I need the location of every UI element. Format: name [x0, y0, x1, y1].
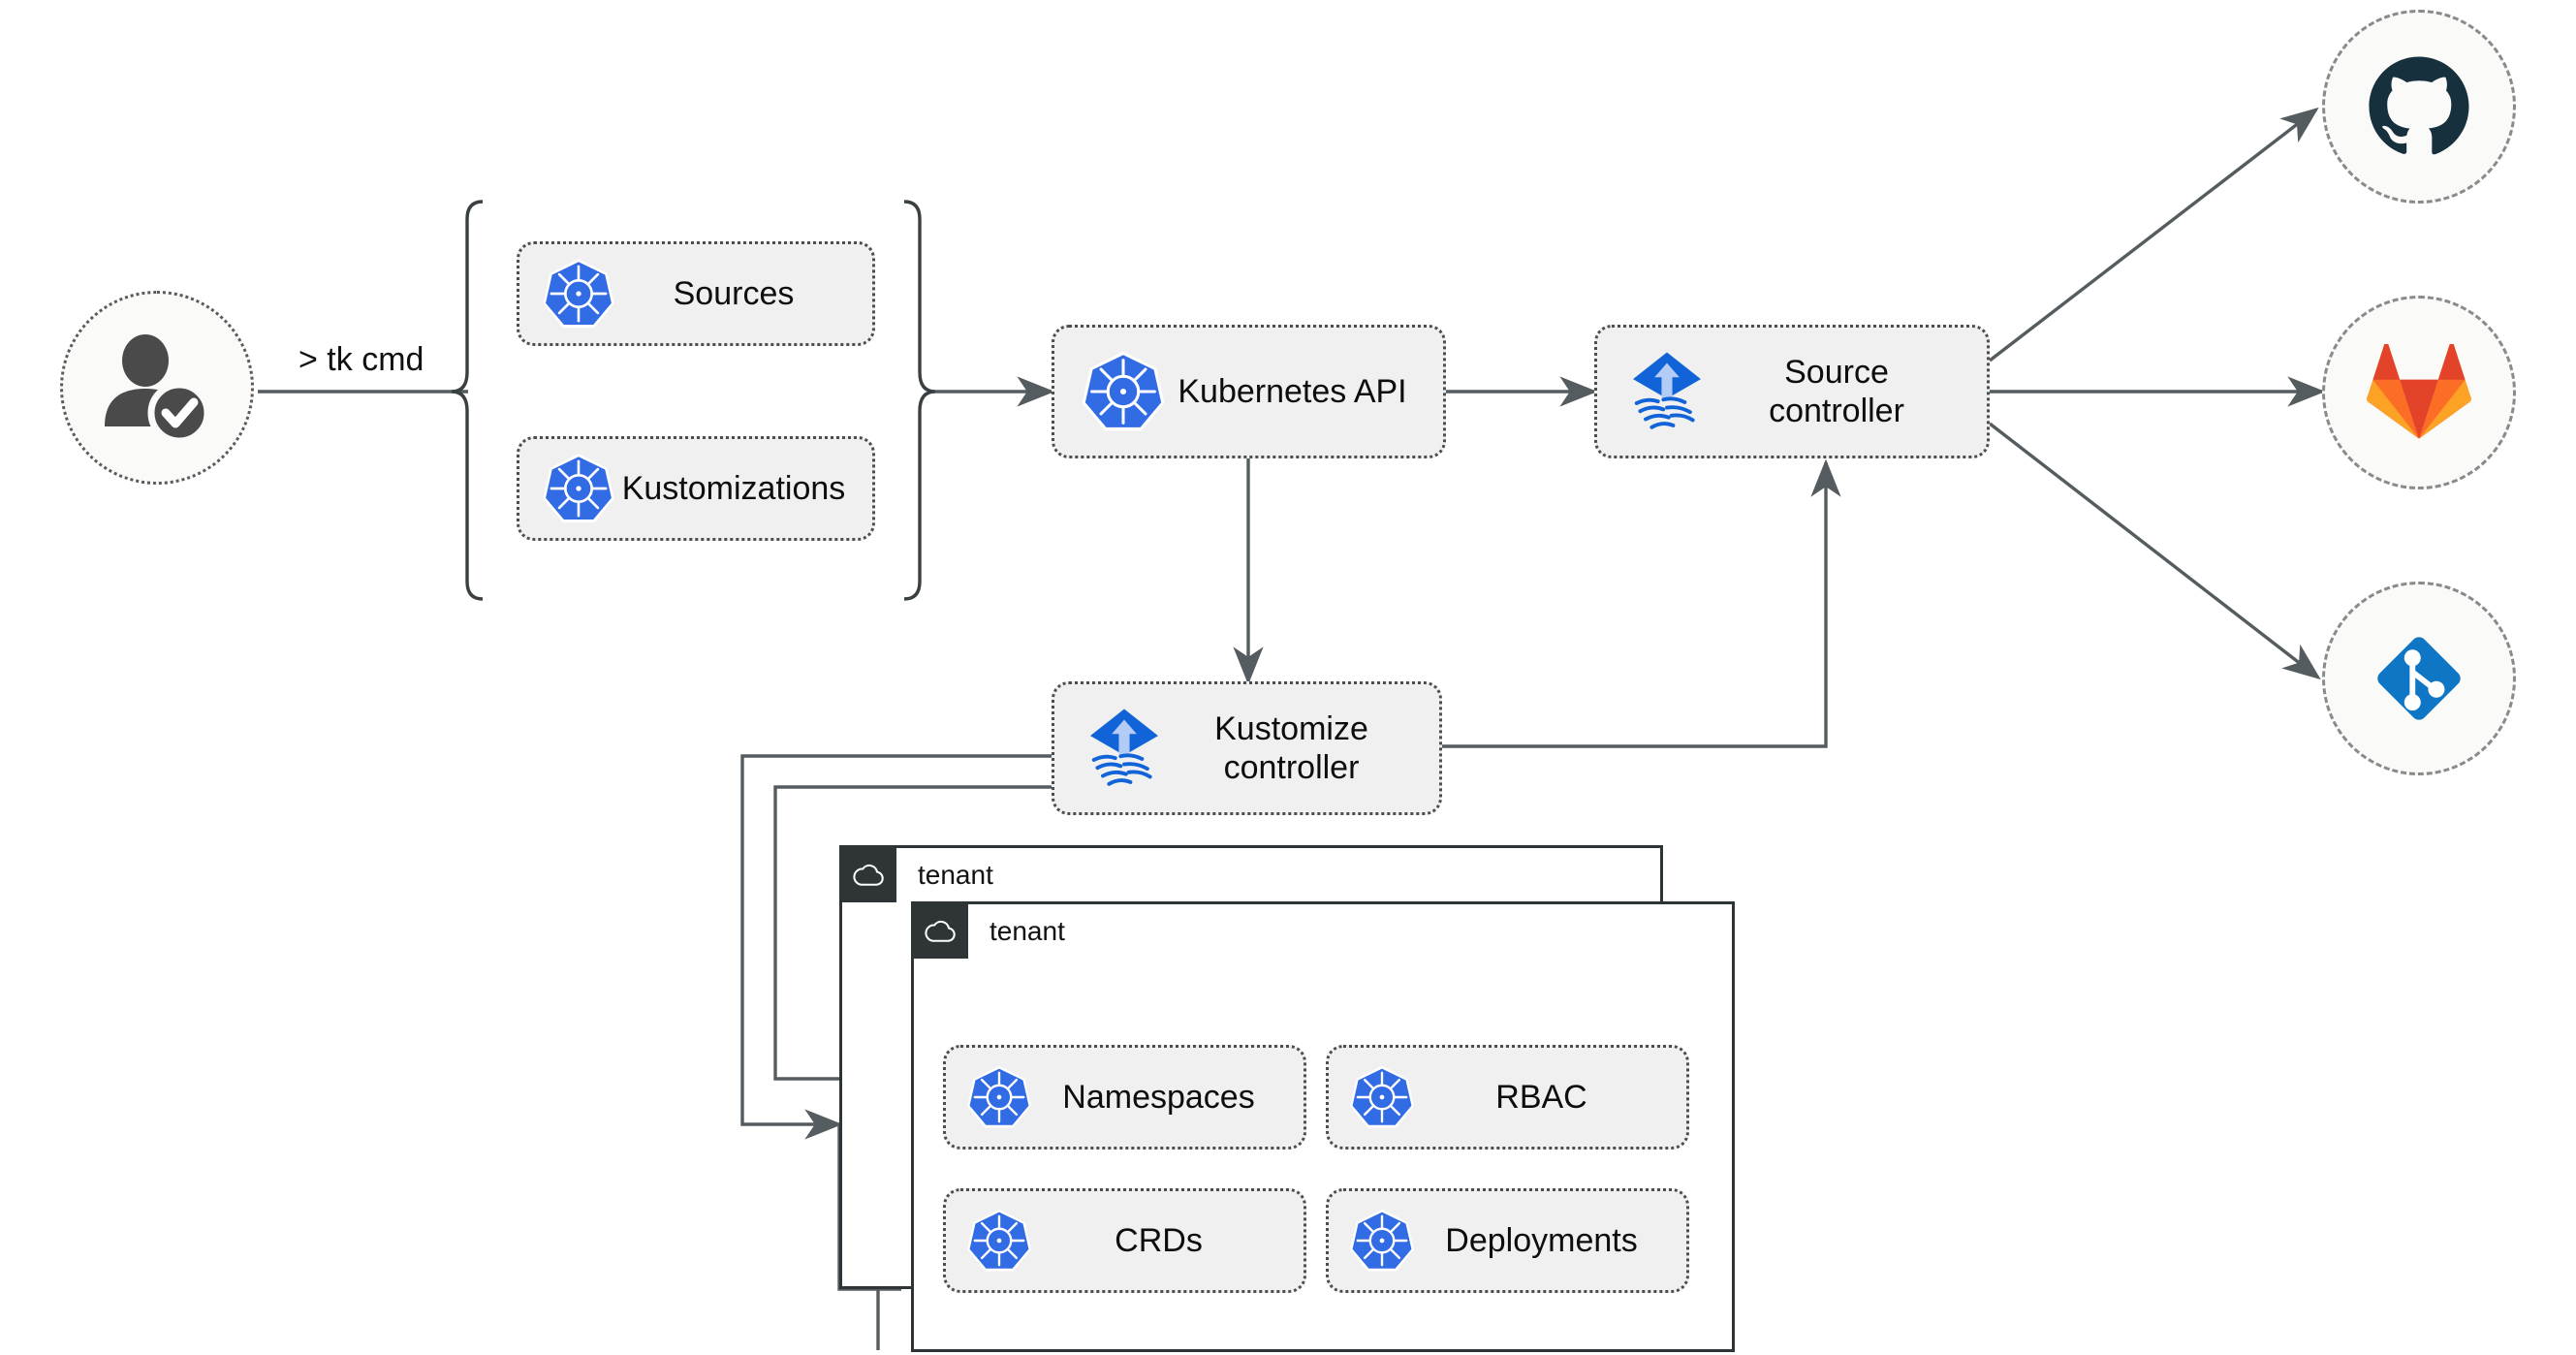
kubernetes-icon	[965, 1063, 1033, 1131]
tenant-resource-deployments[interactable]: Deployments	[1326, 1188, 1689, 1293]
tenant-resource-label: RBAC	[1495, 1078, 1587, 1116]
kubernetes-icon	[1080, 348, 1167, 435]
gitlab-icon	[2367, 344, 2471, 439]
resource-box-kustomizations[interactable]: Kustomizations	[517, 436, 875, 541]
git-branch-icon	[2377, 637, 2461, 720]
provider-gitlab[interactable]	[2322, 296, 2516, 489]
node-label: Source controller	[1769, 353, 1904, 429]
tenant-resource-label: Namespaces	[1062, 1078, 1255, 1116]
tenant-resource-crds[interactable]: CRDs	[943, 1188, 1306, 1293]
resource-label: Kustomizations	[621, 469, 846, 507]
kubernetes-icon	[1348, 1207, 1416, 1275]
tenant-name: tenant	[918, 860, 993, 890]
tenant-titlebar: tenant	[842, 848, 993, 902]
tenant-window-inner[interactable]: tenant Namespaces	[911, 901, 1735, 1352]
node-label: Kubernetes API	[1178, 372, 1407, 410]
github-icon	[2369, 56, 2469, 155]
provider-git[interactable]	[2322, 582, 2516, 775]
tenant-titlebar: tenant	[914, 904, 1065, 959]
node-kubernetes-api[interactable]: Kubernetes API	[1052, 325, 1446, 458]
command-label: > tk cmd	[291, 341, 432, 379]
tenant-name: tenant	[990, 916, 1065, 946]
tenant-resource-namespaces[interactable]: Namespaces	[943, 1045, 1306, 1150]
tenant-resource-rbac[interactable]: RBAC	[1326, 1045, 1689, 1150]
user-check-icon	[105, 334, 211, 442]
flux-icon	[1622, 347, 1712, 436]
kubernetes-icon	[965, 1207, 1033, 1275]
node-kustomize-controller[interactable]: Kustomize controller	[1052, 681, 1442, 815]
kubernetes-icon	[541, 256, 616, 331]
cloud-icon	[842, 848, 896, 902]
user-actor[interactable]	[60, 291, 254, 485]
flux-icon	[1080, 704, 1169, 793]
node-source-controller[interactable]: Source controller	[1594, 325, 1990, 458]
tenant-resource-label: CRDs	[1115, 1221, 1203, 1259]
kubernetes-icon	[1348, 1063, 1416, 1131]
tenant-resource-label: Deployments	[1445, 1221, 1638, 1259]
provider-github[interactable]	[2322, 10, 2516, 204]
resource-label: Sources	[673, 274, 795, 312]
cloud-icon	[914, 904, 968, 959]
kubernetes-icon	[541, 451, 616, 526]
node-label: Kustomize controller	[1214, 709, 1368, 786]
resource-box-sources[interactable]: Sources	[517, 241, 875, 346]
